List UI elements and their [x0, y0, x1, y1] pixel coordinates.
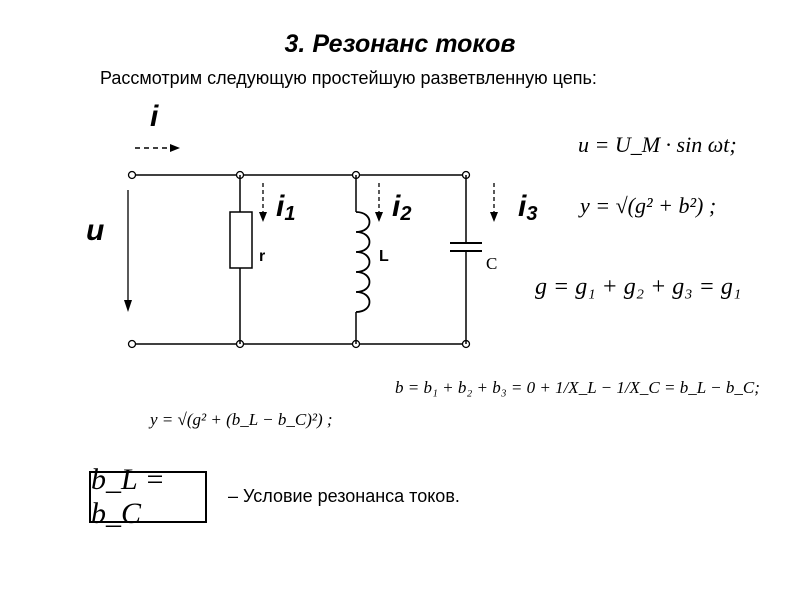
resistor-label: r — [259, 248, 266, 265]
inductor — [355, 175, 371, 344]
branch1-current-arrow — [259, 183, 267, 222]
admittance-formula: y = √(g² + b²) ; — [580, 193, 717, 218]
voltage-formula: u = U_M · sin ωt; — [578, 132, 737, 157]
branch2-current-label: i2 — [392, 190, 411, 226]
circuit-nodes — [127, 170, 471, 349]
branch2-current-symbol: i — [392, 190, 401, 223]
branch2-current-arrow — [375, 183, 383, 222]
resonance-condition-text: – Условие резонанса токов. — [228, 486, 460, 506]
branch2-current-index: 2 — [400, 203, 412, 225]
capacitor-label: C — [486, 254, 498, 273]
resonance-condition-box: b_L = b_C — [89, 463, 207, 530]
susceptance-formula: b = b₁ + b₂ + b₃ = 0 + 1/X_L − 1/X_C = b… — [395, 378, 760, 397]
source-current-arrow — [135, 144, 180, 152]
capacitor — [450, 175, 482, 344]
voltage-label: u — [86, 214, 105, 247]
subtitle: Рассмотрим следующую простейшую разветвл… — [100, 68, 597, 88]
resonance-condition-formula: b_L = b_C — [91, 463, 165, 530]
branch1-current-symbol: i — [276, 190, 285, 223]
page-title: 3. Резонанс токов — [284, 30, 516, 58]
branch3-current-index: 3 — [526, 203, 538, 225]
inductor-label: L — [379, 248, 389, 265]
branch1-current-index: 1 — [284, 203, 296, 225]
branch3-current-label: i3 — [518, 190, 537, 226]
branch3-current-symbol: i — [518, 190, 527, 223]
source-current-label: i — [150, 100, 159, 133]
branch1-current-label: i1 — [276, 190, 295, 226]
resistor — [229, 175, 253, 344]
voltage-arrow — [124, 190, 132, 312]
branch3-current-arrow — [490, 183, 498, 222]
admittance-resonance-formula: y = √(g² + (b_L − b_C)²) ; — [150, 410, 333, 429]
conductance-formula: g = g₁ + g₂ + g₃ = g₁ — [535, 274, 742, 300]
